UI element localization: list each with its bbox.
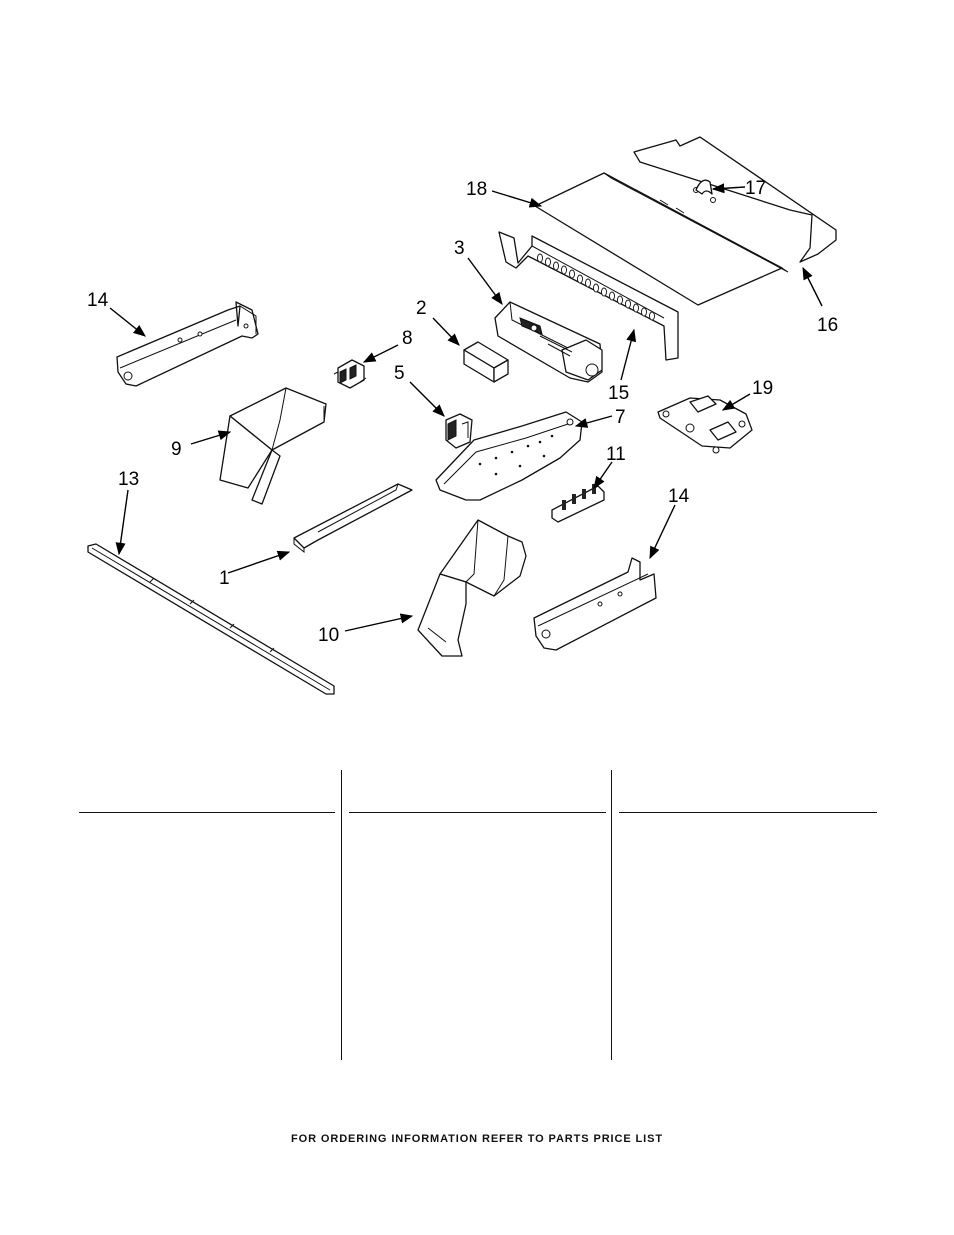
callout-10: 10 xyxy=(318,625,339,646)
table-header-rule-3 xyxy=(619,812,877,813)
leader-lines xyxy=(109,183,823,632)
part-2-block xyxy=(463,341,509,383)
part-3-latch-assembly xyxy=(494,301,603,383)
table-divider-2 xyxy=(611,770,612,1060)
table-header-rule-2 xyxy=(349,812,606,813)
part-17-clip xyxy=(695,179,713,195)
table-header-rule-1 xyxy=(79,812,335,813)
part-14-bracket-right xyxy=(533,557,657,651)
callout-11: 11 xyxy=(606,444,626,465)
callout-19: 19 xyxy=(752,378,773,399)
callout-5: 5 xyxy=(394,363,405,384)
part-1-channel xyxy=(293,483,413,554)
exploded-parts-diagram: 1 2 3 5 7 8 9 10 11 13 14 14 15 16 17 18… xyxy=(87,136,838,695)
callout-7: 7 xyxy=(615,407,626,428)
part-11-terminal-strip xyxy=(551,484,605,523)
part-7-plate xyxy=(435,411,583,501)
callout-18: 18 xyxy=(466,179,487,200)
parts-table-frame xyxy=(0,770,954,1070)
part-16-panel xyxy=(633,136,837,263)
part-5-switch xyxy=(445,413,473,449)
part-18-shield xyxy=(534,172,789,306)
callout-16: 16 xyxy=(817,315,838,336)
part-13-rail xyxy=(87,543,335,695)
callout-15: 15 xyxy=(608,383,629,404)
callout-14-right: 14 xyxy=(668,486,690,507)
callout-14-left: 14 xyxy=(87,290,109,311)
part-9-duct xyxy=(219,387,327,505)
part-14-bracket-left xyxy=(116,301,259,387)
callout-labels: 1 2 3 5 7 8 9 10 11 13 14 14 15 16 17 18… xyxy=(87,178,838,646)
callout-1: 1 xyxy=(219,568,230,589)
callout-2: 2 xyxy=(416,298,427,319)
ordering-info-footer: FOR ORDERING INFORMATION REFER TO PARTS … xyxy=(291,1133,663,1145)
part-8-terminal-block xyxy=(333,359,367,389)
part-15-vent-channel xyxy=(498,231,679,361)
callout-17: 17 xyxy=(745,178,766,199)
part-19-board xyxy=(657,395,753,454)
callout-9: 9 xyxy=(171,439,182,460)
part-10-shroud xyxy=(417,519,527,657)
callout-13: 13 xyxy=(118,469,139,490)
table-divider-1 xyxy=(341,770,342,1060)
callout-3: 3 xyxy=(454,238,465,259)
callout-8: 8 xyxy=(402,328,413,349)
